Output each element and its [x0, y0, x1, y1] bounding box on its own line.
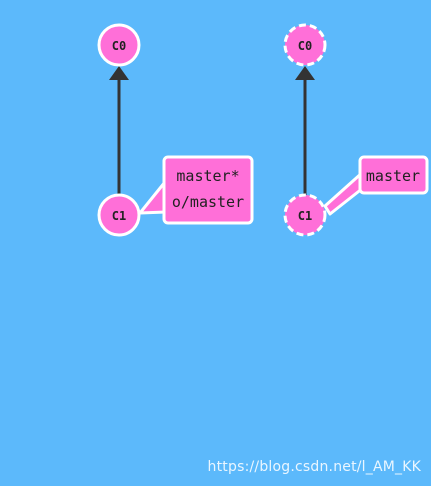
branch-label-master: master [366, 167, 420, 185]
local-repo: C0 C1 master* o/master [97, 23, 254, 237]
remote-repo: C0 C1 master [283, 23, 429, 237]
branch-label-o-master: o/master [172, 193, 244, 211]
local-commit-c1-label: C1 [112, 209, 126, 223]
local-edge-arrowhead [109, 66, 129, 80]
remote-commit-c0-label: C0 [298, 39, 312, 53]
remote-commit-c1-label: C1 [298, 209, 312, 223]
remote-edge-arrowhead [295, 66, 315, 80]
watermark: https://blog.csdn.net/l_AM_KK [207, 459, 421, 475]
remote-branch-pointer-arrow [323, 170, 365, 216]
remote-commit-c0[interactable]: C0 [283, 23, 327, 67]
remote-branch-box[interactable]: master [358, 155, 429, 195]
local-commit-c0-label: C0 [112, 39, 126, 53]
local-commit-c1[interactable]: C1 [97, 193, 141, 237]
local-commit-c0[interactable]: C0 [97, 23, 141, 67]
branch-label-master-star: master* [176, 167, 239, 185]
local-branch-box[interactable]: master* o/master [162, 155, 254, 225]
remote-commit-c1[interactable]: C1 [283, 193, 327, 237]
